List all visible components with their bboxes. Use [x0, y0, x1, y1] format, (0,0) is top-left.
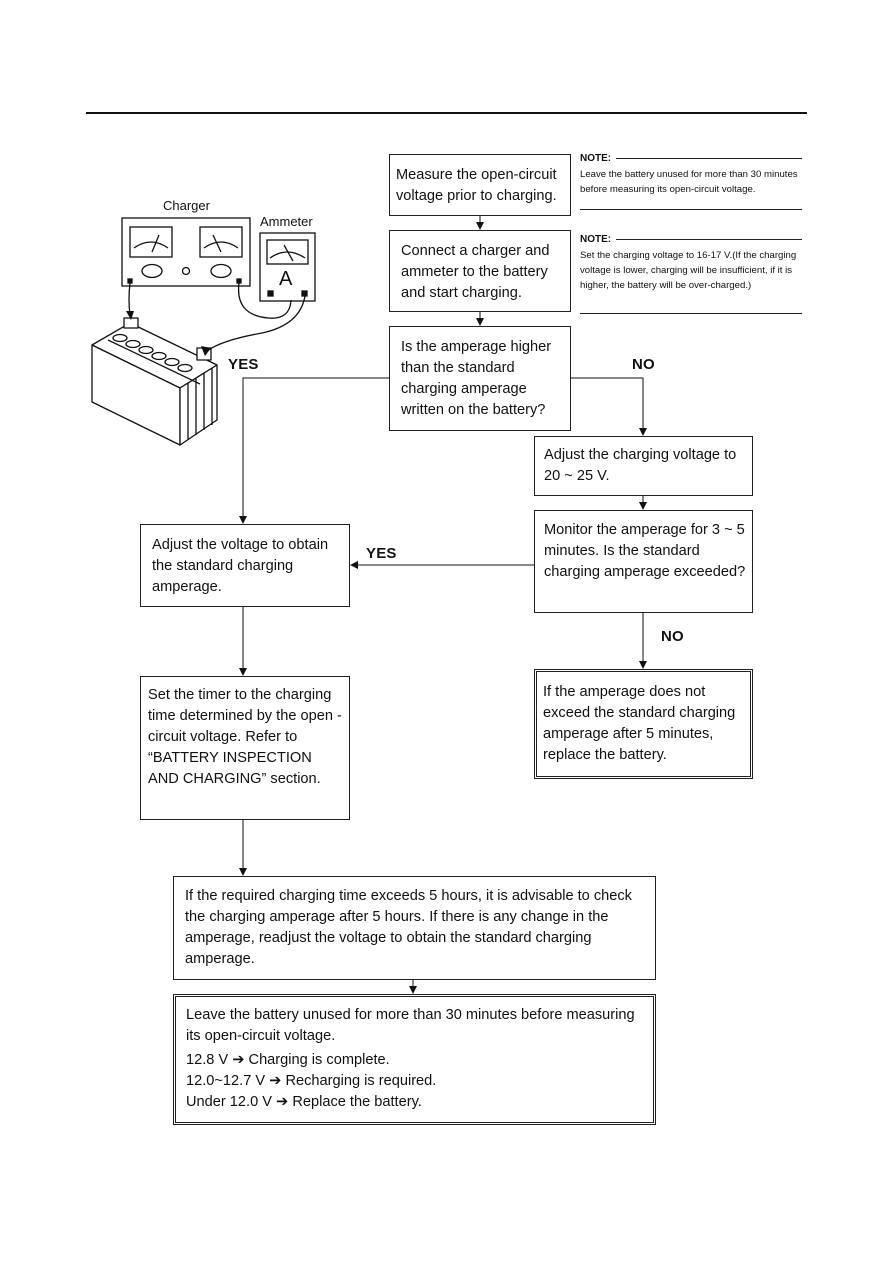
step-adjust-standard-text: Adjust the voltage to obtain the standar…: [152, 537, 329, 595]
no-label-monitor: NO: [661, 628, 684, 645]
arrow-exceeds-final-head: [409, 986, 417, 994]
wire-arrow-head-pos: [201, 346, 211, 356]
arrow-adjust-timer-head: [239, 668, 247, 676]
arrow-yes-to-adjust-head: [239, 516, 247, 524]
step-final-line-2: 12.0~12.7 V ➔ Recharging is required.: [186, 1073, 437, 1089]
step-adjust-20-25-text: Adjust the charging voltage to 20 ~ 25 V…: [544, 447, 737, 484]
arrow-connect-question-head: [476, 318, 484, 326]
step-final-box: Leave the battery unused for more than 3…: [173, 994, 656, 1125]
charger-label: Charger: [163, 198, 210, 213]
arrow-monitor-yes-head: [350, 561, 358, 569]
step-final-line-3: Under 12.0 V ➔ Replace the battery.: [186, 1094, 422, 1110]
wire-ammeter-battery: [206, 295, 306, 352]
note-2-title-line: [616, 239, 802, 240]
step-replace-battery-text: If the amperage does not exceed the stan…: [543, 684, 736, 763]
note-2: NOTE: Set the charging voltage to 16-17 …: [580, 232, 802, 293]
step-exceeds-5h-box: If the required charging time exceeds 5 …: [173, 876, 656, 980]
question-amperage-box: Is the amperage higher than the standard…: [389, 326, 571, 431]
step-timer-box: Set the timer to the charging time deter…: [140, 676, 350, 820]
note-1-title-line: [616, 158, 802, 159]
note-1: NOTE: Leave the battery unused for more …: [580, 151, 802, 197]
note-1-title: NOTE:: [580, 153, 612, 164]
step-exceeds-5h-text: If the required charging time exceeds 5 …: [185, 888, 632, 967]
ammeter-icon: [259, 232, 316, 302]
arrow-no-to-adjust-20: [571, 377, 644, 434]
arrow-no-to-adjust-20-head: [639, 428, 647, 436]
note-1-text: Leave the battery unused for more than 3…: [580, 169, 798, 195]
arrow-timer-exceeds-head: [239, 868, 247, 876]
note-2-text: Set the charging voltage to 16-17 V.(If …: [580, 250, 797, 291]
wire-charger-pos: [237, 282, 292, 319]
wire-arrow-head-neg: [126, 311, 134, 320]
note-1-bottom-line: [580, 209, 802, 210]
step-adjust-standard-box: Adjust the voltage to obtain the standar…: [140, 524, 350, 607]
flow-connectors: [239, 216, 647, 994]
ammeter-label: Ammeter: [260, 214, 313, 229]
question-amperage-text: Is the amperage higher than the standard…: [401, 339, 552, 418]
question-monitor-text: Monitor the amperage for 3 ~ 5 minutes. …: [544, 522, 746, 580]
question-monitor-box: Monitor the amperage for 3 ~ 5 minutes. …: [534, 510, 753, 613]
step-final-intro: Leave the battery unused for more than 3…: [186, 1007, 635, 1044]
yes-label-amperage: YES: [228, 356, 259, 373]
arrow-measure-connect-head: [476, 222, 484, 230]
charger-icon: [121, 217, 251, 287]
battery-icon: [91, 317, 218, 446]
note-2-title: NOTE:: [580, 234, 612, 245]
step-connect-text: Connect a charger and ammeter to the bat…: [401, 243, 550, 301]
step-measure-box: Measure the open-circuit voltage prior t…: [389, 154, 571, 216]
arrow-yes-to-adjust: [242, 377, 389, 522]
yes-label-monitor: YES: [366, 545, 397, 562]
step-final-line-1: 12.8 V ➔ Charging is complete.: [186, 1052, 390, 1068]
step-adjust-20-25-box: Adjust the charging voltage to 20 ~ 25 V…: [534, 436, 753, 496]
no-label-amperage: NO: [632, 356, 655, 373]
arrow-adjust20-monitor-head: [639, 502, 647, 510]
step-measure-text: Measure the open-circuit voltage prior t…: [396, 167, 557, 204]
step-timer-text: Set the timer to the charging time deter…: [148, 687, 342, 787]
wire-charger-neg: [128, 282, 131, 316]
note-2-bottom-line: [580, 313, 802, 314]
header-rule: [86, 112, 807, 114]
step-replace-battery-box: If the amperage does not exceed the stan…: [534, 669, 753, 779]
ammeter-symbol-text: A: [279, 268, 293, 290]
step-connect-box: Connect a charger and ammeter to the bat…: [389, 230, 571, 312]
arrow-monitor-no-head: [639, 661, 647, 669]
